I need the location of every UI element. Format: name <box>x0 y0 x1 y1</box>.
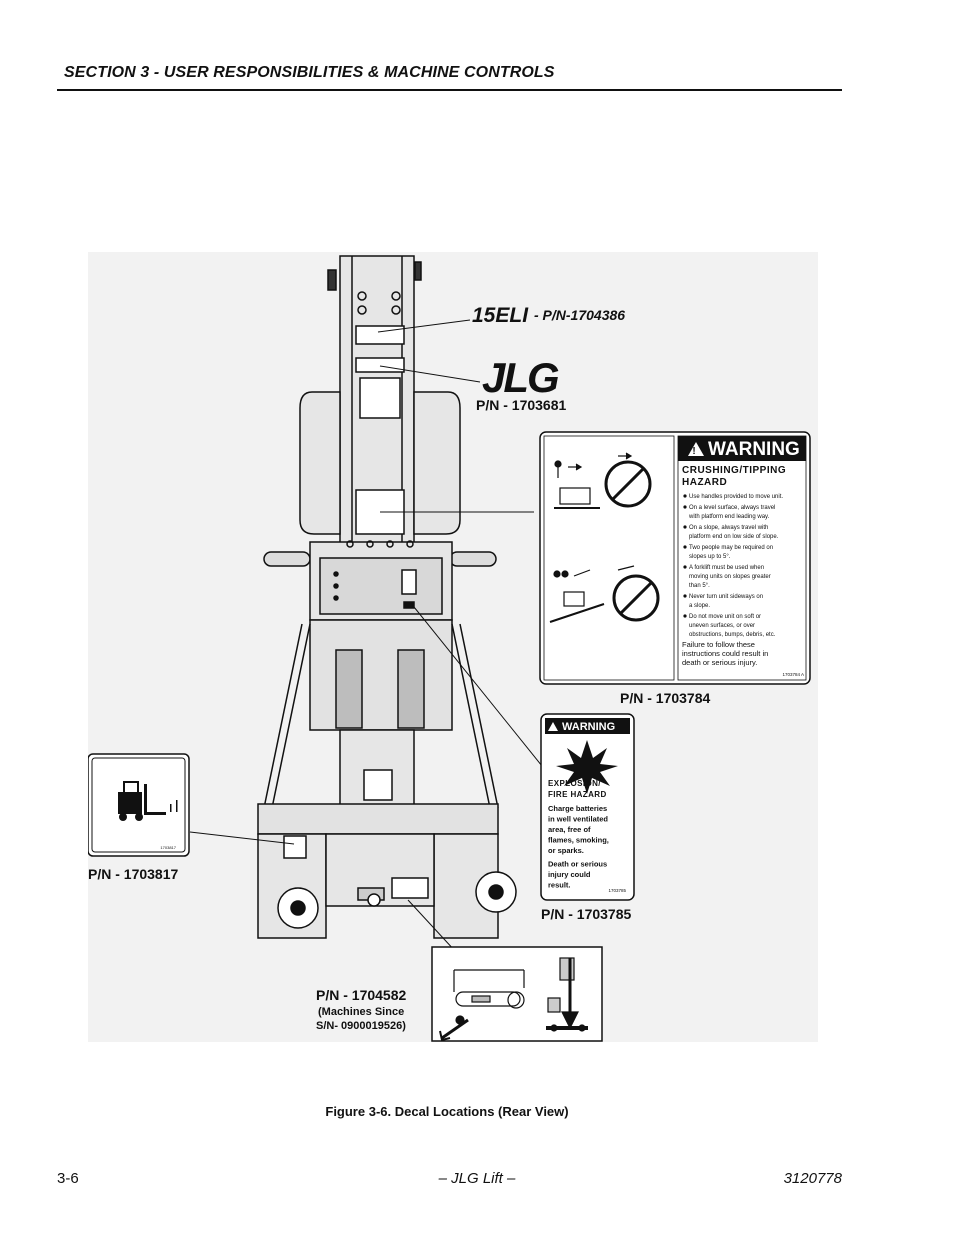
model-label: 15ELI <box>472 304 529 327</box>
document-number: 3120778 <box>783 1170 842 1187</box>
caption-text: Figure 3-6. Decal Locations (Rear View) <box>325 1104 569 1119</box>
warning1-footer1: Failure to follow these <box>682 640 755 649</box>
bullet-icon <box>683 494 687 498</box>
crushing-warning-decal: ! WARNING CRUSHING/TIPPING HAZARD Use ha… <box>539 431 811 685</box>
bullet-icon <box>683 545 687 549</box>
warning2-body-line: or sparks. <box>548 846 584 855</box>
header-rule <box>57 89 842 91</box>
warning2-body-line: Charge batteries <box>548 804 607 813</box>
warning1-bullet-line: platform end on low side of slope. <box>689 534 779 540</box>
pictograms-1 <box>549 452 660 623</box>
bullet-icon <box>683 594 687 598</box>
warning2-pn: P/N - 1703785 <box>541 906 631 922</box>
warning1-bullet-line: A forklift must be used when <box>689 565 764 571</box>
warning1-bullet-line: Use handles provided to move unit. <box>689 494 783 500</box>
figure-caption: Figure 3-6. Decal Locations (Rear View) <box>0 1104 954 1119</box>
bullet-icon <box>683 614 687 618</box>
warning1-pn: P/N - 1703784 <box>620 690 710 706</box>
warning1-bullet-line: uneven surfaces, or over <box>689 623 755 629</box>
explosion-icon <box>556 740 618 794</box>
brake-note2: S/N- 0900019526) <box>316 1020 406 1032</box>
warning1-bullet-line: On a slope, always travel with <box>689 525 768 531</box>
machine-illustration <box>257 255 517 939</box>
forklift-icon <box>118 781 178 821</box>
warning1-bullet-line: slopes up to 5°. <box>689 554 731 560</box>
warning2-body-line: flames, smoking, <box>548 836 609 845</box>
forklift-pn: P/N - 1703817 <box>88 866 178 882</box>
warning1-title2: HAZARD <box>682 477 727 488</box>
warning1-footer3: death or serious injury. <box>682 658 757 667</box>
section-header: SECTION 3 - USER RESPONSIBILITIES & MACH… <box>64 64 555 81</box>
warning1-bullet-line: Do not move unit on soft or <box>689 614 761 620</box>
warning1-bullet-line: On a level surface, always travel <box>689 505 775 511</box>
warning1-bullet-line: Never turn unit sideways on <box>689 594 763 600</box>
model-pn: - P/N-1704386 <box>534 307 625 323</box>
forklift-code: 1703817 <box>160 845 176 850</box>
logo-pn: P/N - 1703681 <box>476 397 566 413</box>
bullet-icon <box>683 525 687 529</box>
warning2-code: 1703785 <box>608 888 626 893</box>
svg-text:!: ! <box>692 446 695 457</box>
bullet-icon <box>683 505 687 509</box>
warning2-body-line: in well ventilated <box>548 815 608 824</box>
warning1-bullet-line: with platform end leading way. <box>688 514 770 520</box>
warning1-bullet-line: moving units on slopes greater <box>689 574 771 580</box>
warning1-bullet-line: a slope. <box>689 603 710 609</box>
warning2-title1: EXPLOSION/ <box>548 779 601 788</box>
warning1-bullet-line: Two people may be required on <box>689 545 773 551</box>
warning1-title1: CRUSHING/TIPPING <box>682 465 786 476</box>
warning2-title2: FIRE HAZARD <box>548 790 607 799</box>
brake-release-decal <box>431 946 603 1042</box>
warning1-bullet-line: obstructions, bumps, debris, etc. <box>689 632 776 638</box>
forklift-decal: 1703817 <box>87 753 190 857</box>
warning1-header: WARNING <box>708 439 800 460</box>
decal-figure: 15ELI - P/N-1704386 JLG P/N - 1703681 ! … <box>87 252 818 1042</box>
warning1-footer2: instructions could result in <box>682 649 768 658</box>
warning2-header: WARNING <box>562 721 615 733</box>
leader-lines <box>189 319 543 953</box>
warning2-body-line: area, free of <box>548 825 591 834</box>
explosion-warning-decal: WARNING EXPLOSION/ FIRE HAZARD Charge ba… <box>540 713 635 901</box>
jlg-logo: JLG <box>482 354 559 401</box>
warning2-body-line: injury could <box>548 870 591 879</box>
warning1-code: 1703784 A <box>782 672 804 677</box>
footer-center: – JLG Lift – <box>438 1170 516 1187</box>
warning1-bullet-line: than 5°. <box>689 583 710 589</box>
brake-note1: (Machines Since <box>318 1006 404 1018</box>
page-number: 3-6 <box>57 1170 79 1187</box>
warning2-body-line: result. <box>548 881 571 890</box>
bullet-icon <box>683 565 687 569</box>
warning2-body-line: Death or serious <box>548 860 607 869</box>
brake-pn: P/N - 1704582 <box>316 987 406 1003</box>
